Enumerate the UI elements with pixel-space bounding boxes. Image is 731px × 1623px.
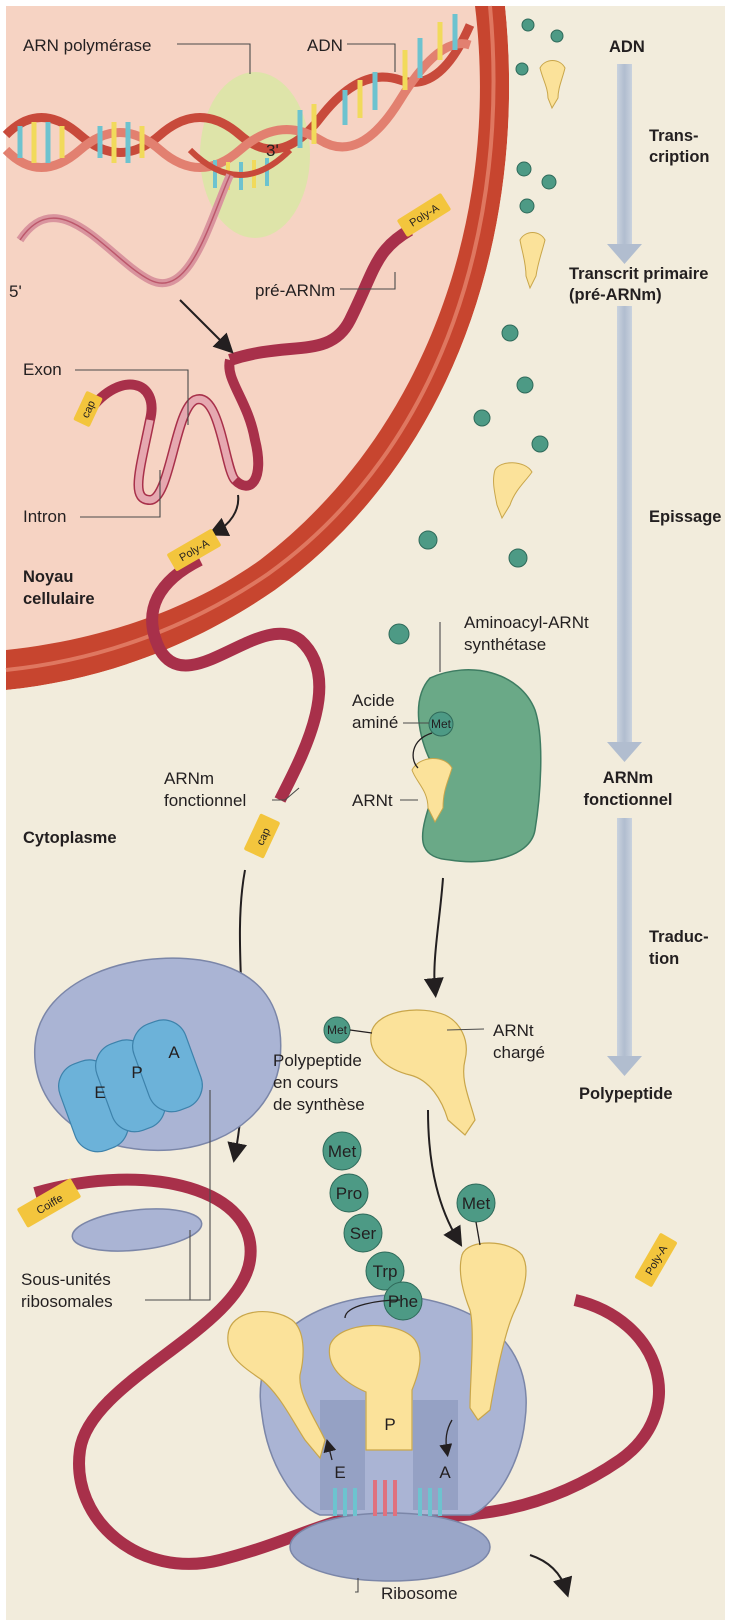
arnt-charge-label-line1: ARNt bbox=[493, 1021, 534, 1040]
three-prime-label: 3' bbox=[266, 141, 279, 160]
subunit-e-label: E bbox=[94, 1083, 105, 1102]
arnm-fonc-label-line2: fonctionnel bbox=[164, 791, 246, 810]
flow-transcription-line2: cription bbox=[649, 148, 710, 166]
flow-traduction-line1: Traduc- bbox=[649, 928, 709, 946]
flow-arnm-line1: ARNm bbox=[603, 769, 653, 787]
pre-arnm-label: pré-ARNm bbox=[255, 281, 335, 300]
ribosome-e-site-label: E bbox=[334, 1463, 345, 1482]
arnt-label: ARNt bbox=[352, 791, 393, 810]
subunit-a-label: A bbox=[168, 1043, 180, 1062]
noyau-label-line1: Noyau bbox=[23, 568, 73, 586]
polypeptide-label-line3: de synthèse bbox=[273, 1095, 365, 1114]
polypeptide-label-line1: Polypeptide bbox=[273, 1051, 362, 1070]
acide-label-line1: Acide bbox=[352, 691, 395, 710]
polypeptide-label-line2: en cours bbox=[273, 1073, 338, 1092]
chain-amino-acid-label-2: Pro bbox=[336, 1184, 362, 1203]
flow-arnm-line2: fonctionnel bbox=[584, 791, 673, 809]
noyau-label-line2: cellulaire bbox=[23, 590, 95, 608]
adn-label: ADN bbox=[307, 36, 343, 55]
chain-amino-acid-label-3: Ser bbox=[350, 1224, 377, 1243]
subunit-p-label: P bbox=[131, 1063, 142, 1082]
ribosome-a-site-label: A bbox=[439, 1463, 451, 1482]
charged-met-label: Met bbox=[327, 1023, 348, 1037]
chain-amino-acid-label-4: Trp bbox=[373, 1262, 398, 1281]
arn-polymerase-label: ARN polymérase bbox=[23, 36, 152, 55]
flow-adn-label: ADN bbox=[609, 38, 645, 56]
chain-amino-acid-label-1: Met bbox=[328, 1142, 357, 1161]
flow-polypeptide-label: Polypeptide bbox=[579, 1085, 673, 1103]
five-prime-label: 5' bbox=[9, 282, 22, 301]
flow-primaire-line1: Transcrit primaire bbox=[569, 265, 708, 283]
chain-amino-acid-label-5: Phe bbox=[388, 1292, 418, 1311]
acide-label-line2: aminé bbox=[352, 713, 398, 732]
ribosome-p-site-label: P bbox=[384, 1415, 395, 1434]
a-site-met-label: Met bbox=[462, 1194, 491, 1213]
intron-label: Intron bbox=[23, 507, 66, 526]
arnm-fonc-label-line1: ARNm bbox=[164, 769, 214, 788]
exon-label: Exon bbox=[23, 360, 62, 379]
flow-epissage-label: Epissage bbox=[649, 508, 721, 526]
aminoacyl-label-line1: Aminoacyl-ARNt bbox=[464, 613, 589, 632]
sous-unites-label-line1: Sous-unités bbox=[21, 1270, 111, 1289]
aminoacyl-label-line2: synthétase bbox=[464, 635, 546, 654]
ribosome-label: Ribosome bbox=[381, 1584, 458, 1603]
flow-transcription-line1: Trans- bbox=[649, 127, 699, 145]
synthetase-met-label: Met bbox=[431, 717, 452, 731]
flow-traduction-line2: tion bbox=[649, 950, 679, 968]
sous-unites-label-line2: ribosomales bbox=[21, 1292, 113, 1311]
cytoplasme-label: Cytoplasme bbox=[23, 829, 117, 847]
flow-primaire-line2: (pré-ARNm) bbox=[569, 286, 662, 304]
arnt-charge-label-line2: chargé bbox=[493, 1043, 545, 1062]
